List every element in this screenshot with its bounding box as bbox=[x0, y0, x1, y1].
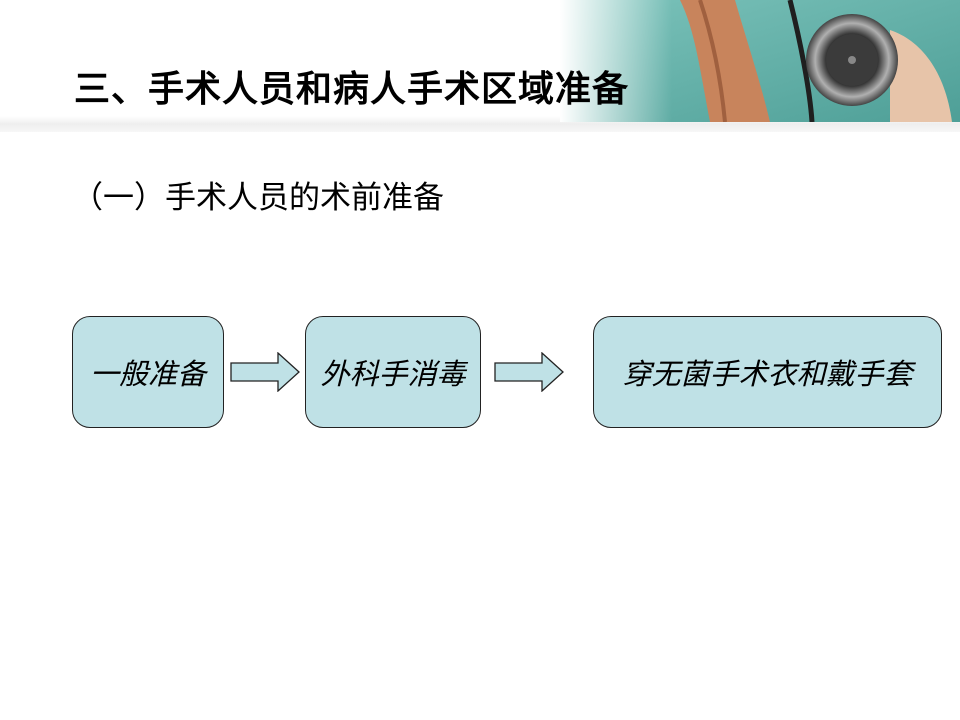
flow-step-label: 一般准备 bbox=[89, 357, 206, 391]
flow-step-surgical-hand-disinfection: 外科手消毒 bbox=[305, 316, 481, 428]
flow-step-sterile-gown-and-gloves: 穿无菌手术衣和戴手套 bbox=[593, 316, 942, 428]
header-stethoscope-image bbox=[560, 0, 960, 122]
flow-step-label: 穿无菌手术衣和戴手套 bbox=[622, 357, 913, 391]
flow-step-general-preparation: 一般准备 bbox=[72, 316, 224, 428]
flow-arrow-right-icon bbox=[494, 352, 564, 392]
slide-subtitle: （一）手术人员的术前准备 bbox=[72, 180, 444, 216]
slide-title: 三、手术人员和病人手术区域准备 bbox=[74, 69, 630, 110]
flow-arrow-right-icon bbox=[230, 352, 300, 392]
flow-step-label: 外科手消毒 bbox=[320, 357, 466, 391]
